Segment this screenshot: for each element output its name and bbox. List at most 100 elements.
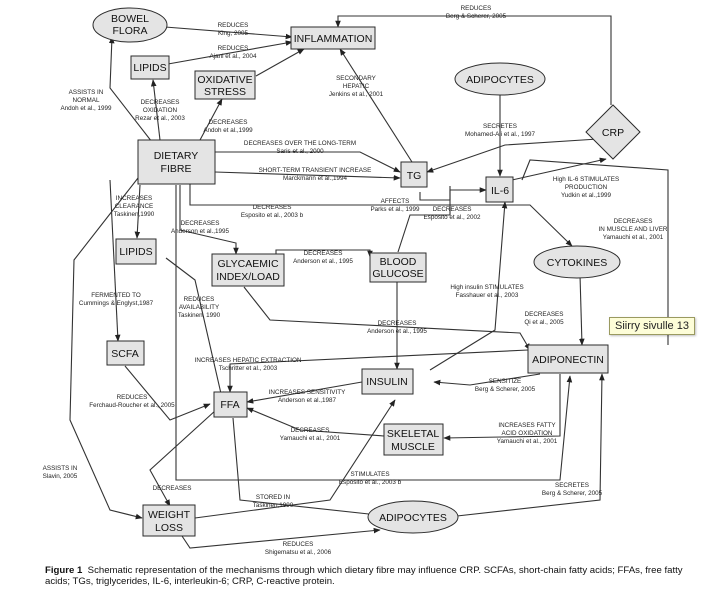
page-link-tooltip[interactable]: Siirry sivulle 13 xyxy=(609,317,695,335)
svg-text:DECREASES: DECREASES xyxy=(153,485,192,492)
edge-label-affects-parks: AFFECTS Parks et al., 1999 xyxy=(370,198,420,213)
edge-dietary-fibre-glycaemic xyxy=(179,185,239,255)
svg-text:Taskinen,1990: Taskinen,1990 xyxy=(114,211,155,218)
svg-text:Shigematsu et al., 2006: Shigematsu et al., 2006 xyxy=(265,549,332,556)
node-insulin-label: INSULIN xyxy=(366,376,407,388)
svg-text:Berg & Scherer, 2005: Berg & Scherer, 2005 xyxy=(542,490,603,497)
node-lipids-top-label: LIPIDS xyxy=(133,62,166,74)
svg-text:Berg & Scherer, 2005: Berg & Scherer, 2005 xyxy=(446,13,507,20)
svg-text:Taskinen, 1990: Taskinen, 1990 xyxy=(178,312,221,319)
svg-text:AFFECTS: AFFECTS xyxy=(381,198,410,205)
figure-caption-text: Schematic representation of the mechanis… xyxy=(45,565,683,587)
svg-text:SECONDARY: SECONDARY xyxy=(336,75,377,82)
edge-label-reduces-berg-top: REDUCES Berg & Scherer, 2005 xyxy=(446,5,507,20)
node-weight-loss: WEIGHT LOSS xyxy=(142,504,196,537)
svg-text:DECREASES: DECREASES xyxy=(304,250,343,257)
edge-dietary-fibre-weight-loss xyxy=(69,177,143,520)
svg-text:PRODUCTION: PRODUCTION xyxy=(565,184,608,191)
svg-text:DECREASES: DECREASES xyxy=(433,206,472,213)
edge-il6-crp xyxy=(511,157,607,181)
node-blood-glucose: BLOOD GLUCOSE xyxy=(369,252,427,283)
edge-adiponectin-ffa xyxy=(227,349,529,393)
svg-text:REDUCES: REDUCES xyxy=(218,45,249,52)
edge-crp-inflammation xyxy=(335,15,612,105)
node-adipocytes-top-label: ADIPOCYTES xyxy=(466,74,534,86)
node-glycaemic-line2: INDEX/LOAD xyxy=(216,271,280,283)
edge-dietary-fibre-bowel-flora xyxy=(108,36,153,143)
edge-adiponectin-insulin xyxy=(433,373,541,386)
edge-label-assists-normal: ASSISTS IN NORMAL Andoh et al., 1999 xyxy=(60,89,112,112)
node-ffa: FFA xyxy=(213,391,248,418)
svg-text:REDUCES: REDUCES xyxy=(184,296,215,303)
svg-text:DECREASES: DECREASES xyxy=(209,119,248,126)
node-glycaemic-index-load: GLYCAEMIC INDEX/LOAD xyxy=(211,253,285,287)
svg-text:Yudkin et al.,1999: Yudkin et al.,1999 xyxy=(561,192,612,199)
node-weight-loss-line1: WEIGHT xyxy=(148,509,191,521)
svg-text:Parks et al., 1999: Parks et al., 1999 xyxy=(370,206,420,213)
edge-label-high-il6-production: High IL-6 STIMULATES PRODUCTION Yudkin e… xyxy=(553,176,619,199)
svg-text:DECREASES: DECREASES xyxy=(614,218,653,225)
edge-label-reduces-availability: REDUCES AVAILABILITY Taskinen, 1990 xyxy=(178,296,221,319)
svg-text:King, 2005: King, 2005 xyxy=(218,30,249,37)
node-dietary-fibre: DIETARY FIBRE xyxy=(137,139,216,185)
node-tg-label: TG xyxy=(407,170,422,182)
edge-label-decreases-esposito-b: DECREASES Esposito et al., 2003 b xyxy=(241,204,304,219)
edge-il6-tg-link xyxy=(419,186,451,201)
edge-label-decreases-qi: DECREASES Qi et al., 2005 xyxy=(524,311,564,326)
svg-text:REDUCES: REDUCES xyxy=(461,5,492,12)
svg-text:Tschritter et al., 2003: Tschritter et al., 2003 xyxy=(219,365,278,372)
node-adipocytes-bottom: ADIPOCYTES xyxy=(367,500,459,534)
edge-dietary-fibre-tg-long xyxy=(215,151,401,173)
edge-label-decreases-anderson-insulin: DECREASES Anderson et al., 1995 xyxy=(367,320,427,335)
svg-text:SENSITIZE: SENSITIZE xyxy=(489,378,522,385)
figure-caption: Figure 1 Schematic representation of the… xyxy=(45,565,695,587)
svg-text:Yamauchi et al., 2001: Yamauchi et al., 2001 xyxy=(280,435,341,442)
svg-text:Esposito et al., 2002: Esposito et al., 2002 xyxy=(423,214,481,221)
svg-text:Mohamed-Ali et al., 1997: Mohamed-Ali et al., 1997 xyxy=(465,131,536,138)
svg-text:DECREASES: DECREASES xyxy=(378,320,417,327)
edge-label-reduces-ajani: REDUCES Ajani et al., 2004 xyxy=(210,45,257,60)
edge-label-sensitize: SENSITIZE Berg & Scherer, 2005 xyxy=(475,378,536,393)
svg-text:FERMENTED TO: FERMENTED TO xyxy=(91,292,141,299)
edge-label-reduces-king: REDUCES King, 2005 xyxy=(218,22,249,37)
svg-text:INCREASES SENSITIVITY: INCREASES SENSITIVITY xyxy=(269,389,346,396)
edge-label-reduces-shigematsu: REDUCES Shigematsu et al., 2006 xyxy=(265,541,332,556)
node-dietary-fibre-line1: DIETARY xyxy=(154,150,199,162)
edge-dietary-fibre-lipids-top xyxy=(150,79,161,141)
svg-text:Slavin, 2005: Slavin, 2005 xyxy=(43,473,78,480)
edge-dietary-fibre-lipids-mid xyxy=(134,184,141,239)
svg-text:Ajani et al., 2004: Ajani et al., 2004 xyxy=(210,53,257,60)
edge-ffa-weight-loss xyxy=(149,409,217,507)
svg-text:Anderson et al.,1995: Anderson et al.,1995 xyxy=(171,228,230,235)
edge-bowel-flora-inflammation xyxy=(164,26,293,40)
svg-text:Jenkins et al., 2001: Jenkins et al., 2001 xyxy=(329,91,384,98)
edge-weight-loss-insulin xyxy=(194,399,396,519)
edge-label-short-term-increase: SHORT-TERM TRANSIENT INCREASE Marckmann … xyxy=(259,167,372,182)
svg-text:INCREASES: INCREASES xyxy=(116,195,152,202)
node-inflammation-label: INFLAMMATION xyxy=(294,33,373,45)
node-crp: CRP xyxy=(585,104,641,160)
svg-text:Fasshauer et al., 2003: Fasshauer et al., 2003 xyxy=(456,292,519,299)
node-scfa-label: SCFA xyxy=(111,348,138,360)
svg-text:Taskinen,1990: Taskinen,1990 xyxy=(253,502,294,509)
svg-text:Anderson et al.,1987: Anderson et al.,1987 xyxy=(278,397,337,404)
node-bowel-flora-line1: BOWEL xyxy=(111,13,149,25)
svg-text:SECRETES: SECRETES xyxy=(483,123,517,130)
node-bowel-flora-line2: FLORA xyxy=(112,25,147,37)
edge-oxidative-stress-inflammation xyxy=(255,48,305,77)
edge-label-decreases-esposito-2002: DECREASES Esposito et al., 2002 xyxy=(423,206,481,221)
svg-text:Anderson et al., 1995: Anderson et al., 1995 xyxy=(367,328,427,335)
svg-text:DECREASES: DECREASES xyxy=(291,427,330,434)
svg-text:DECREASES OVER THE LONG-TERM: DECREASES OVER THE LONG-TERM xyxy=(244,140,356,147)
svg-text:Rezar et al., 2003: Rezar et al., 2003 xyxy=(135,115,185,122)
svg-text:Anderson et al., 1995: Anderson et al., 1995 xyxy=(293,258,353,265)
svg-text:Yamauchi et al., 2001: Yamauchi et al., 2001 xyxy=(603,234,664,241)
svg-text:SHORT-TERM TRANSIENT INCREASE: SHORT-TERM TRANSIENT INCREASE xyxy=(259,167,372,174)
edge-dietary-fibre-oxidative-stress xyxy=(199,98,223,141)
svg-text:DECREASES: DECREASES xyxy=(141,99,180,106)
svg-text:Berg & Scherer, 2005: Berg & Scherer, 2005 xyxy=(475,386,536,393)
edge-dietary-fibre-cytokines xyxy=(189,184,573,247)
edge-tg-inflammation xyxy=(339,48,413,163)
edge-dietary-fibre-adiponectin-stimulates xyxy=(175,185,573,481)
